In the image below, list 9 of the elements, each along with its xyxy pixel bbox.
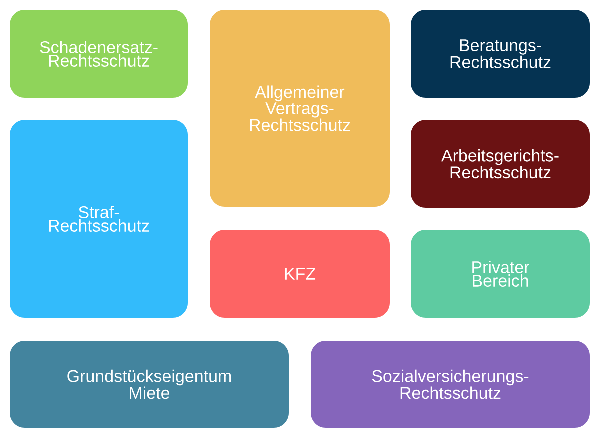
category-box: Arbeitsgerichts- Rechtsschutz [411,120,590,208]
category-box: Privater Bereich [411,230,590,318]
category-box: Beratungs- Rechtsschutz [411,10,590,98]
category-box: KFZ [210,230,390,318]
category-box: Grundstückseigentum Miete [10,341,289,428]
category-box: Sozialversicherungs- Rechtsschutz [311,341,590,428]
category-box: Straf- Rechtsschutz [10,120,188,318]
category-box: Schadenersatz- Rechtsschutz [10,10,188,98]
category-box: Allgemeiner Vertrags- Rechtsschutz [210,10,390,207]
